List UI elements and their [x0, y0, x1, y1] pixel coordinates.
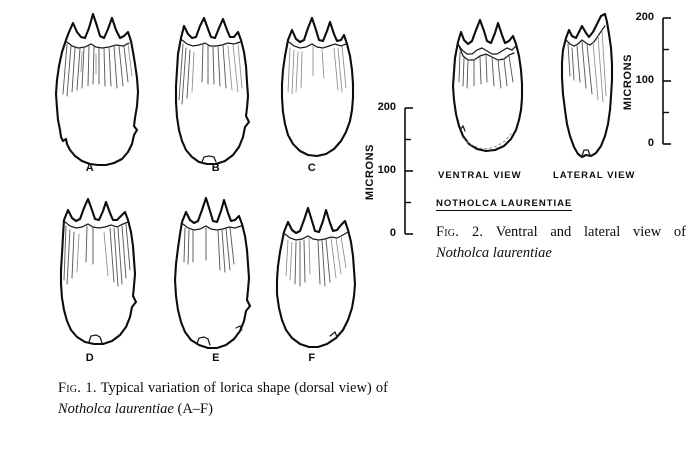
figure-2-group: VENTRAL VIEW LATERAL VIEW — [420, 0, 700, 474]
panel-letter-b: B — [211, 162, 221, 174]
scale-tick-label-200-figure-1: 200 — [377, 101, 396, 113]
panel-letter-e: E — [212, 352, 220, 364]
figure-1-caption-species: Notholca laurentiae — [58, 400, 174, 417]
taxon-name-label: NOTHOLCA LAURENTIAE — [436, 198, 573, 211]
panel-letter-a: A — [85, 162, 95, 174]
figure-1-caption-line2: view) of — [338, 380, 389, 396]
figure-2-caption: Fig. 2. Ventral and lateral view of Noth… — [436, 222, 686, 263]
scale-tick-label-200-figure-2: 200 — [635, 11, 654, 23]
figure-1-caption-label: Fig. 1. — [58, 380, 97, 396]
specimen-outline-a — [36, 2, 156, 177]
scale-tick-label-0-figure-2: 0 — [647, 137, 654, 149]
specimen-outline-lateral — [548, 6, 638, 166]
figure-1-group: A B — [36, 2, 414, 419]
view-label-ventral: VENTRAL VIEW — [438, 170, 522, 181]
figure-2-caption-species: Notholca laurentiae — [436, 244, 552, 261]
specimen-outline-c — [256, 8, 376, 183]
scale-units-label-figure-2: MICRONS — [622, 53, 634, 111]
figure-2-caption-line2: of — [673, 224, 686, 240]
specimen-outline-e — [152, 186, 272, 361]
panel-letter-f: F — [308, 352, 316, 364]
figure-2-caption-label: Fig. 2. — [436, 224, 484, 240]
figure-1-caption: Fig. 1. Typical variation of lorica shap… — [58, 378, 388, 419]
panel-letter-d: D — [85, 352, 95, 364]
scale-units-label-figure-1: MICRONS — [364, 143, 376, 201]
specimen-outline-d — [36, 186, 156, 361]
figure-1-caption-line1: Typical variation of lorica shape (dorsa… — [100, 380, 335, 396]
scale-bar-figure-2 — [658, 16, 672, 146]
scale-tick-label-100-figure-2: 100 — [635, 74, 654, 86]
scale-tick-label-100-figure-1: 100 — [377, 164, 396, 176]
figure-1-caption-range: (A–F) — [177, 400, 213, 417]
specimen-outline-ventral — [436, 10, 541, 165]
panel-letter-c: C — [307, 162, 317, 174]
specimen-outline-b — [152, 4, 272, 179]
scale-bar-figure-1 — [400, 106, 414, 236]
figure-2-caption-line1: Ventral and lateral view — [495, 224, 662, 240]
view-label-lateral: LATERAL VIEW — [553, 170, 636, 181]
specimen-outline-f — [256, 190, 376, 365]
scale-tick-label-0-figure-1: 0 — [389, 227, 396, 239]
